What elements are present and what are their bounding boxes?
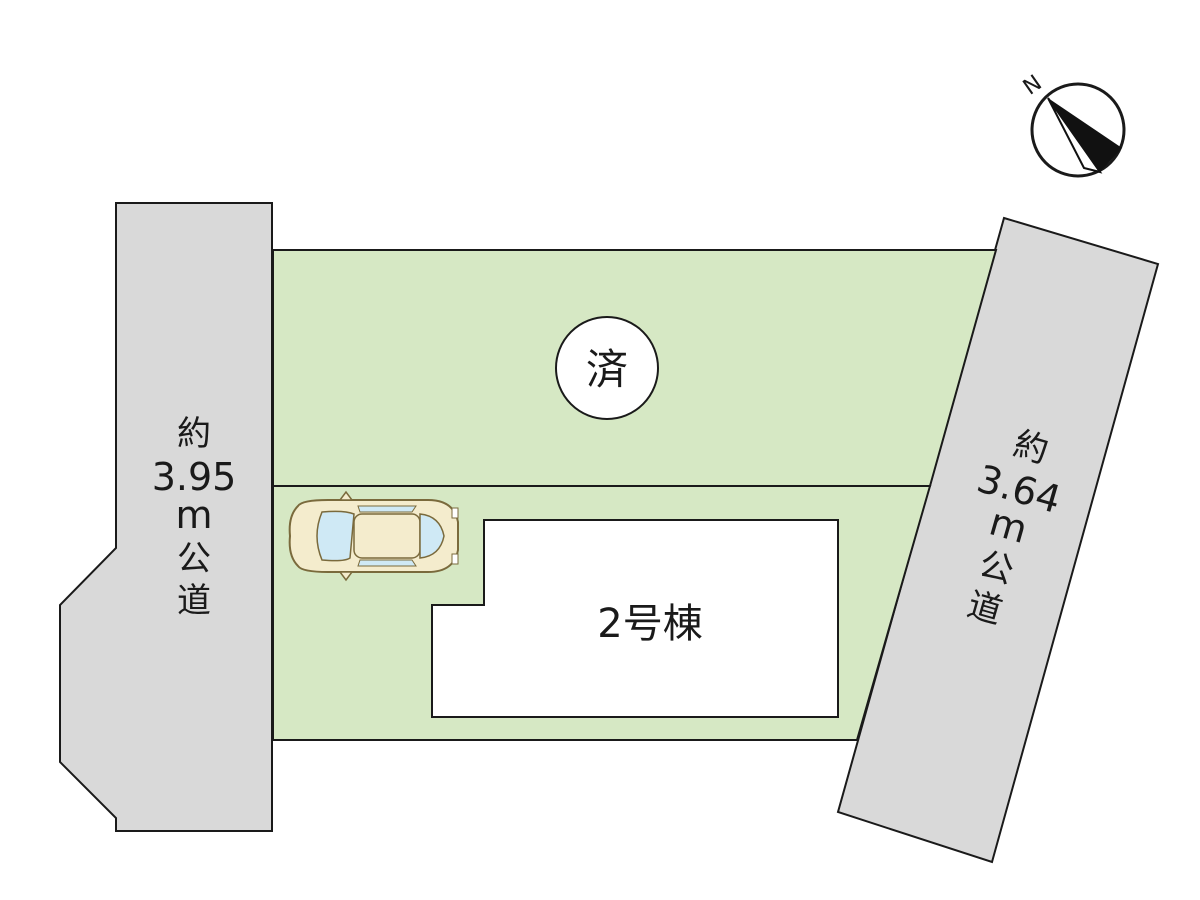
building-label: 2号棟 — [597, 601, 702, 647]
left-road-label: 約 3.95 m 公 道 — [152, 414, 237, 621]
sold-badge-text: 済 — [586, 345, 628, 394]
left-road-label-line1: 約 — [177, 414, 211, 454]
car-icon — [288, 490, 459, 582]
right-road-label: 約 3.64 m 公 道 — [963, 424, 1066, 632]
left-road-width: 3.95 — [152, 455, 237, 499]
sold-badge: 済 — [555, 316, 659, 420]
left-road-label-line4: 公 — [177, 539, 211, 579]
left-road-unit: m — [175, 493, 212, 537]
left-road-label-line5: 道 — [177, 581, 211, 621]
left-road — [59, 202, 273, 832]
building-2-footprint — [431, 519, 839, 718]
north-arrow-icon: N — [1019, 71, 1126, 178]
north-label: N — [1019, 71, 1047, 101]
